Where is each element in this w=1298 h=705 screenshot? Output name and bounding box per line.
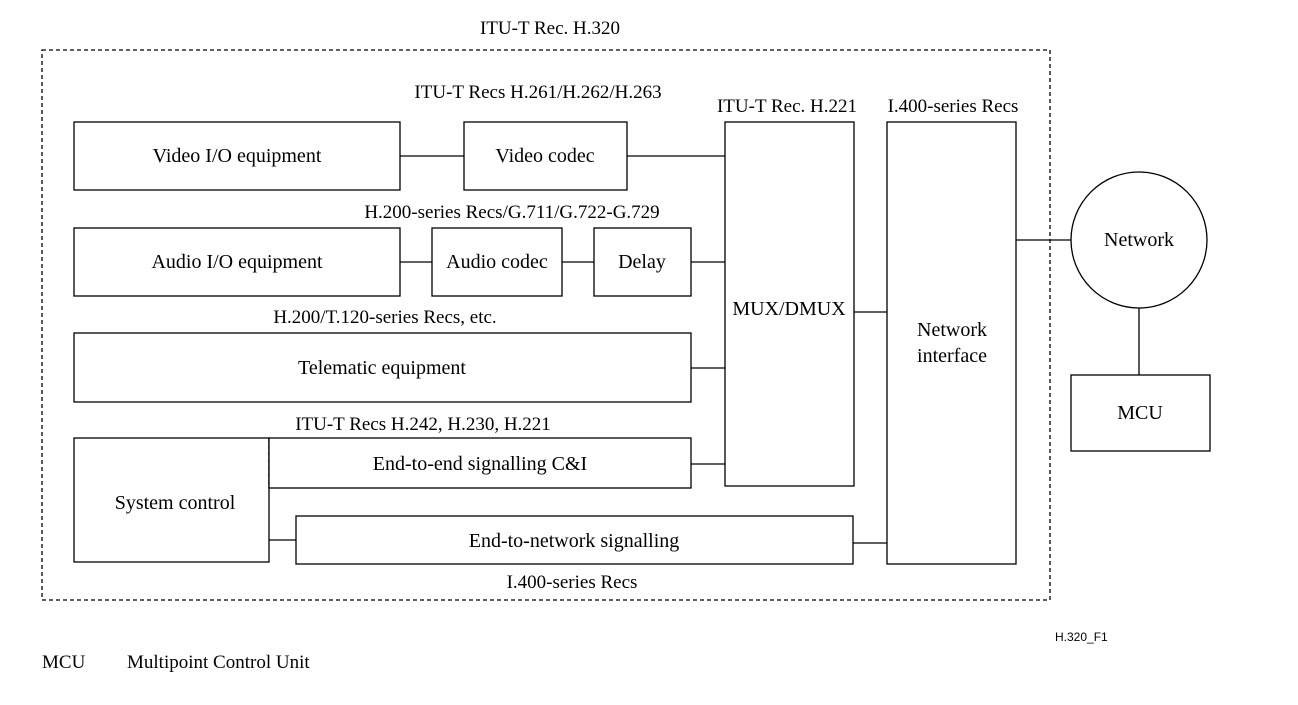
end-to-end-label: End-to-end signalling C&I — [373, 453, 587, 475]
telematic-label: Telematic equipment — [298, 357, 466, 379]
video-recs-label: ITU-T Recs H.261/H.262/H.263 — [414, 82, 661, 103]
mux-dmux-label: MUX/DMUX — [732, 298, 846, 320]
end-to-network-label: End-to-network signalling — [469, 530, 680, 552]
end-to-network-box — [295, 515, 854, 565]
mux-dmux-box — [724, 121, 855, 487]
mcu-label: MCU — [1117, 402, 1163, 424]
video-io-box — [73, 121, 401, 191]
network-interface-box — [886, 121, 1017, 565]
audio-io-box — [73, 227, 401, 297]
audio-codec-label: Audio codec — [446, 251, 548, 273]
frame-title: ITU-T Rec. H.320 — [480, 18, 620, 39]
video-io-label: Video I/O equipment — [153, 145, 322, 167]
video-codec-label: Video codec — [495, 145, 594, 167]
figure-id: H.320_F1 — [1055, 630, 1108, 644]
system-control-label: System control — [115, 492, 236, 514]
network-interface-label-line2: interface — [917, 345, 987, 367]
signalling-recs-label: I.400-series Recs — [507, 572, 638, 593]
telematic-box — [73, 332, 692, 403]
telematic-recs-label: H.200/T.120-series Recs, etc. — [273, 307, 496, 328]
video-codec-box — [463, 121, 628, 191]
audio-codec-box — [431, 227, 563, 297]
control-recs-label: ITU-T Recs H.242, H.230, H.221 — [295, 414, 551, 435]
system-control-box — [73, 437, 270, 563]
h320-boundary — [41, 49, 1051, 601]
mcu-box — [1070, 374, 1211, 452]
end-to-end-box — [268, 437, 692, 489]
network-interface-recs-label: I.400-series Recs — [888, 96, 1019, 117]
delay-label: Delay — [618, 251, 666, 273]
network-interface-label-line1: Network — [917, 319, 987, 341]
delay-box — [593, 227, 692, 297]
audio-recs-label: H.200-series Recs/G.711/G.722-G.729 — [364, 202, 659, 223]
mux-rec-label: ITU-T Rec. H.221 — [717, 96, 857, 117]
legend-abbr: MCU — [42, 652, 86, 673]
network-label: Network — [1104, 229, 1174, 251]
legend-definition: Multipoint Control Unit — [127, 652, 310, 673]
audio-io-label: Audio I/O equipment — [151, 251, 323, 273]
